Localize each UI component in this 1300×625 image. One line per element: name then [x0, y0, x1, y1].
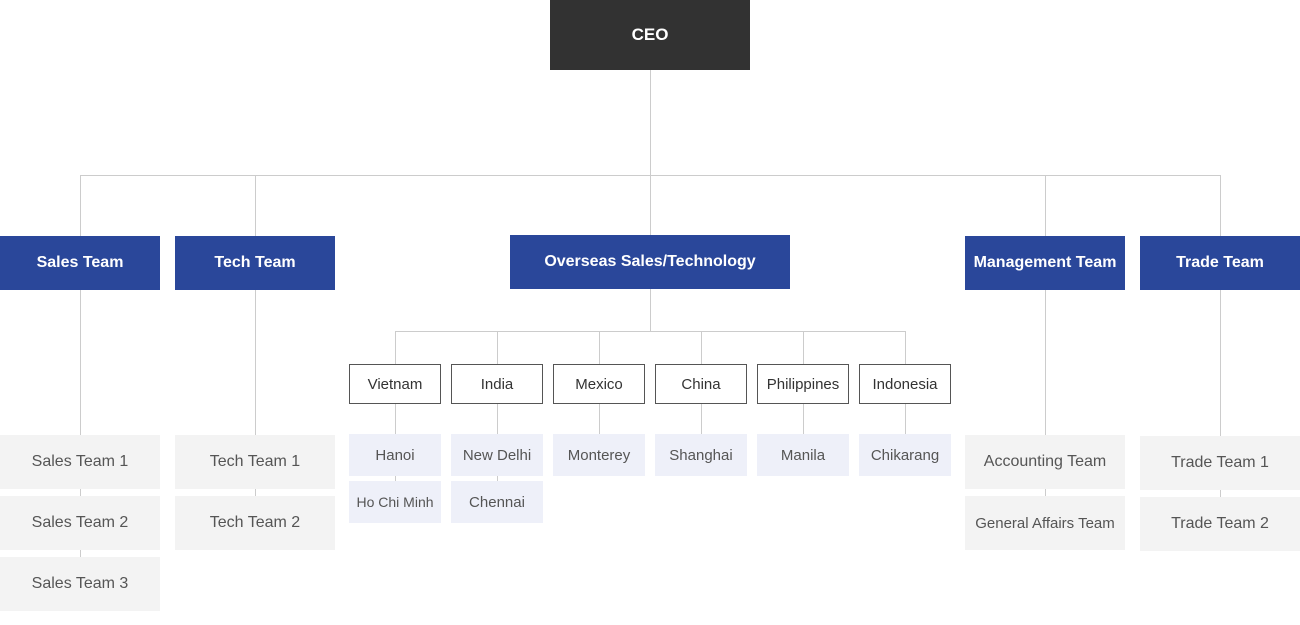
- city-ho-chi-minh: Ho Chi Minh: [349, 481, 441, 523]
- city-manila: Manila: [757, 434, 849, 476]
- city-chennai: Chennai: [451, 481, 543, 523]
- country-indonesia: Indonesia: [859, 364, 951, 404]
- tech-team-2: Tech Team 2: [175, 496, 335, 550]
- country-china: China: [655, 364, 747, 404]
- dept-management: Management Team: [965, 236, 1125, 290]
- general-affairs-team: General Affairs Team: [965, 496, 1125, 550]
- dept-trade: Trade Team: [1140, 236, 1300, 290]
- country-philippines: Philippines: [757, 364, 849, 404]
- tech-team-1: Tech Team 1: [175, 435, 335, 489]
- city-shanghai: Shanghai: [655, 434, 747, 476]
- country-vietnam: Vietnam: [349, 364, 441, 404]
- dept-sales: Sales Team: [0, 236, 160, 290]
- sales-team-3: Sales Team 3: [0, 557, 160, 611]
- sales-team-1: Sales Team 1: [0, 435, 160, 489]
- accounting-team: Accounting Team: [965, 435, 1125, 489]
- dept-overseas: Overseas Sales/Technology: [510, 235, 790, 289]
- country-mexico: Mexico: [553, 364, 645, 404]
- dept-tech: Tech Team: [175, 236, 335, 290]
- sales-team-2: Sales Team 2: [0, 496, 160, 550]
- city-new-delhi: New Delhi: [451, 434, 543, 476]
- ceo-box: CEO: [550, 0, 750, 70]
- city-monterey: Monterey: [553, 434, 645, 476]
- trade-team-2: Trade Team 2: [1140, 497, 1300, 551]
- city-chikarang: Chikarang: [859, 434, 951, 476]
- trade-team-1: Trade Team 1: [1140, 436, 1300, 490]
- country-india: India: [451, 364, 543, 404]
- city-hanoi: Hanoi: [349, 434, 441, 476]
